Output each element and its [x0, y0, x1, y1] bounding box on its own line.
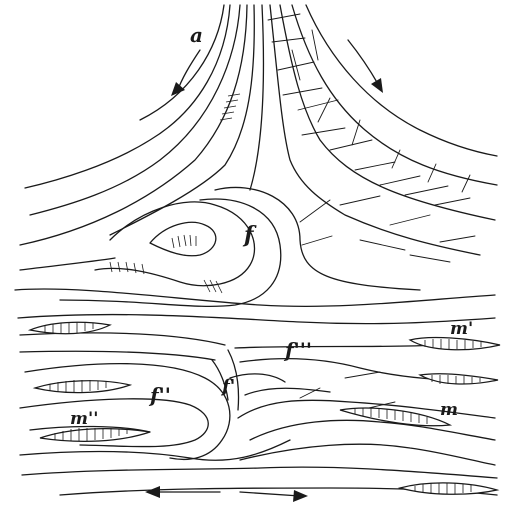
bottom-right-arrow — [240, 490, 308, 502]
bottom-left-arrow — [145, 486, 220, 498]
fold-f — [15, 187, 495, 306]
label-f-double: f'' — [148, 383, 171, 407]
label-m-prime: m' — [450, 319, 473, 339]
upper-strata — [20, 5, 497, 262]
label-m: m — [440, 400, 458, 420]
label-f-prime: f' — [220, 376, 235, 397]
label-m-double: m'' — [70, 409, 98, 429]
top-right-curved-arrow — [348, 40, 383, 93]
label-a: a — [190, 23, 203, 47]
label-f-triple: f''' — [283, 338, 312, 362]
